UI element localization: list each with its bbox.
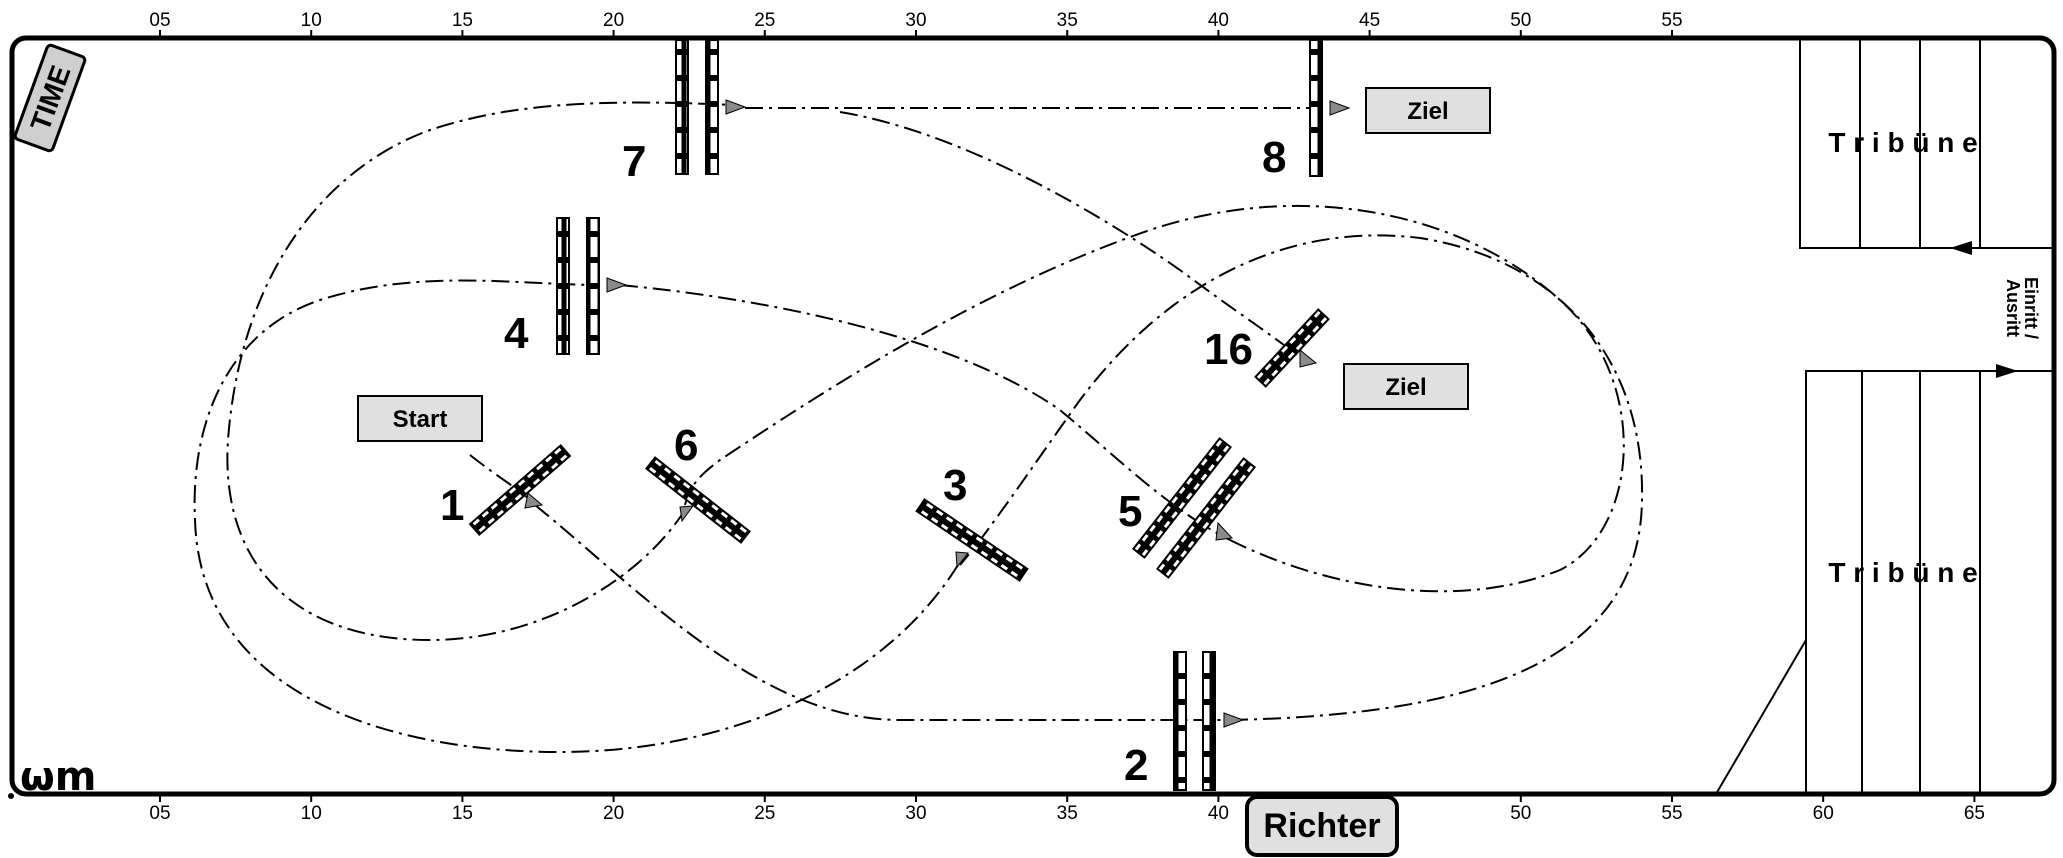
entry-label-line2: Ausritt (2003, 279, 2023, 337)
obstacle-6 (645, 456, 751, 544)
top-tick-label-40: 40 (1208, 10, 1229, 31)
bottom-tick-label-15: 15 (452, 803, 473, 824)
route-arrows (524, 99, 1351, 728)
obstacle-number-3: 3 (943, 461, 967, 510)
top-tick-label-55: 55 (1661, 10, 1682, 31)
judge-label: Richter (1263, 807, 1380, 845)
top-tick-label-25: 25 (754, 10, 775, 31)
grandstand-top-label: T r i b ü n e (1828, 127, 1977, 158)
bottom-tick-label-30: 30 (905, 803, 926, 824)
obstacle-16 (1254, 308, 1330, 388)
obstacle-3 (915, 498, 1029, 582)
bottom-tick-label-40: 40 (1208, 803, 1229, 824)
finish-top-label: Ziel (1407, 98, 1448, 125)
obstacle-2 (1173, 651, 1216, 791)
arrow-obstacle-7-icon (725, 99, 747, 115)
obstacle-8 (1309, 39, 1323, 177)
start-sign: Start (357, 395, 483, 442)
top-scale: 05 10 15 20 25 30 35 40 45 50 55 (149, 10, 1683, 38)
top-tick-label-30: 30 (905, 10, 926, 31)
bottom-tick-label-35: 35 (1057, 803, 1078, 824)
start-label: Start (393, 406, 448, 433)
obstacle-number-16: 16 (1204, 325, 1253, 374)
arena-border (9, 35, 2057, 797)
arrow-obstacle-8-icon (1329, 100, 1351, 116)
arrow-obstacle-6-icon (679, 505, 695, 523)
arrow-obstacle-1-icon (524, 492, 544, 509)
obstacle-5 (1131, 437, 1257, 579)
arrow-obstacle-3-icon (955, 551, 969, 569)
obstacle-number-1: 1 (440, 481, 464, 530)
course-route (193, 101, 1644, 754)
obstacle-number-2: 2 (1124, 741, 1148, 790)
entry-label-line1: Einritt / (2021, 277, 2041, 339)
obstacle-number-8: 8 (1262, 133, 1286, 182)
bottom-tick-label-05: 05 (149, 803, 170, 824)
obstacle-4 (556, 217, 600, 355)
arrow-obstacle-4-icon (606, 277, 628, 293)
finish-sign-top: Ziel (1365, 87, 1491, 134)
arrow-obstacle-16-icon (1299, 348, 1318, 368)
exit-arrow-icon (1950, 241, 1972, 255)
bottom-tick-label-10: 10 (301, 803, 322, 824)
top-tick-label-05: 05 (149, 10, 170, 31)
obstacle-number-5: 5 (1118, 487, 1142, 536)
bottom-tick-label-55: 55 (1661, 803, 1682, 824)
finish-mid-label: Ziel (1385, 374, 1426, 401)
top-tick-label-45: 45 (1359, 10, 1380, 31)
entry-arrow-icon (1996, 364, 2018, 378)
corner-mark: ωm (20, 754, 96, 800)
top-tick-label-15: 15 (452, 10, 473, 31)
top-tick-label-35: 35 (1057, 10, 1078, 31)
obstacle-7 (675, 39, 719, 175)
top-tick-label-20: 20 (603, 10, 624, 31)
finish-sign-mid: Ziel (1343, 363, 1469, 410)
corner-dot (8, 793, 14, 799)
bottom-tick-label-60: 60 (1813, 803, 1834, 824)
time-sign: TIME (13, 43, 87, 153)
bottom-tick-label-65: 65 (1964, 803, 1985, 824)
judge-sign: Richter (1245, 795, 1399, 857)
grandstand-bottom-label: T r i b ü n e (1828, 557, 1977, 588)
obstacle-1 (468, 443, 572, 537)
top-tick-label-10: 10 (301, 10, 322, 31)
arrow-obstacle-5-icon (1215, 521, 1234, 541)
bottom-tick-label-50: 50 (1510, 803, 1531, 824)
grandstand-bottom (1715, 370, 2054, 795)
obstacle-number-6: 6 (674, 421, 698, 470)
obstacle-number-7: 7 (622, 137, 646, 186)
arrow-obstacle-2-icon (1223, 712, 1245, 728)
top-tick-label-50: 50 (1510, 10, 1531, 31)
obstacle-number-4: 4 (504, 309, 529, 358)
bottom-tick-label-20: 20 (603, 803, 624, 824)
bottom-tick-label-25: 25 (754, 803, 775, 824)
bottom-scale: 05101520253035404550556065 (149, 794, 1985, 824)
